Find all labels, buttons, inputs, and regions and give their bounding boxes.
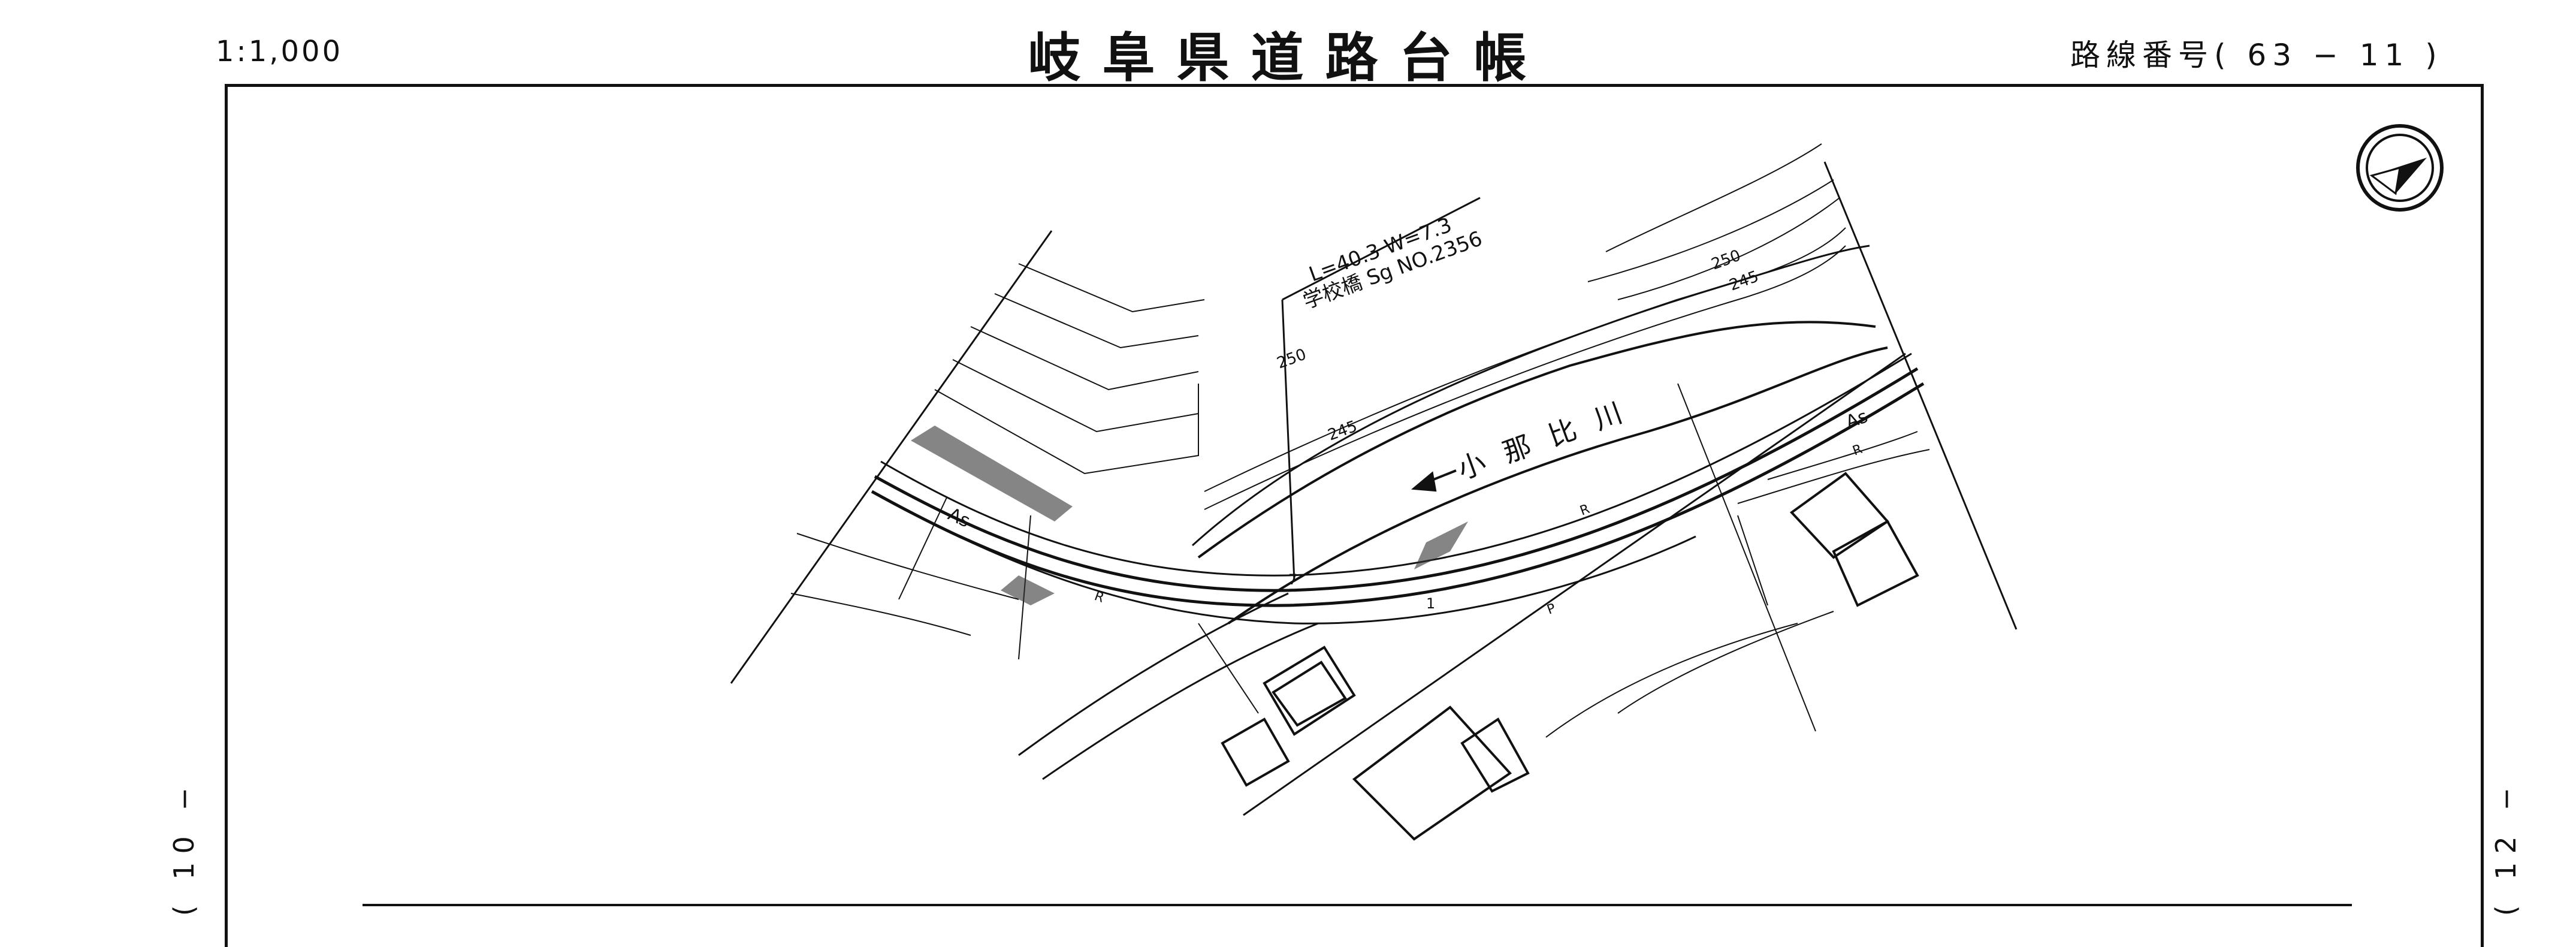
hatched-areas bbox=[911, 426, 1468, 605]
map-scale: 1:1,000 bbox=[216, 35, 343, 68]
mark-r-3: R bbox=[1851, 442, 1865, 459]
buildings bbox=[1221, 472, 1919, 841]
mark-r-1: R bbox=[1092, 589, 1106, 606]
small-number-1: 1 bbox=[1426, 595, 1435, 612]
route-number: 路線番号( 63 − 11 ) bbox=[2070, 38, 2443, 73]
bottom-rule bbox=[363, 904, 2352, 906]
contour-label-3: 250 bbox=[1709, 246, 1743, 273]
next-page-ref-wrap: ( 12 − bbox=[2490, 779, 2544, 947]
main-road bbox=[871, 352, 1925, 625]
sheet-edge-bottom bbox=[1243, 352, 1906, 816]
sheet-edge-left bbox=[730, 230, 1053, 684]
page-title: 岐阜県道路台帳 bbox=[1028, 27, 1548, 89]
mark-p: P bbox=[1545, 601, 1558, 618]
sheet-edge-right bbox=[1823, 161, 2018, 630]
prev-page-ref: ( 10 − bbox=[168, 779, 200, 916]
next-page-ref: ( 12 − bbox=[2490, 779, 2522, 916]
bridge-leader bbox=[1281, 197, 1481, 582]
minor-paths bbox=[790, 383, 1816, 732]
terraced-fields bbox=[898, 263, 1205, 660]
river-name-label: 小 那 比 川 bbox=[1453, 394, 1632, 486]
road-map-drawing: L=40.3 W=7.3 学校橋 Sg NO.2356 小 那 比 川 250 … bbox=[730, 143, 2018, 841]
right-side-fields bbox=[1545, 431, 1930, 738]
mark-r-2: R bbox=[1578, 502, 1592, 519]
river-banks bbox=[1018, 245, 1888, 780]
prev-page-ref-wrap: ( 10 − bbox=[168, 779, 222, 947]
contour-label-1: 250 bbox=[1275, 345, 1309, 372]
river-flow-arrow-icon bbox=[1411, 469, 1457, 492]
small-number-7: 7 bbox=[1288, 571, 1297, 588]
north-arrow-icon bbox=[2356, 124, 2444, 212]
contour-lines bbox=[1204, 143, 1846, 510]
map-frame bbox=[225, 84, 2484, 947]
contour-label-4: 245 bbox=[1727, 267, 1761, 294]
